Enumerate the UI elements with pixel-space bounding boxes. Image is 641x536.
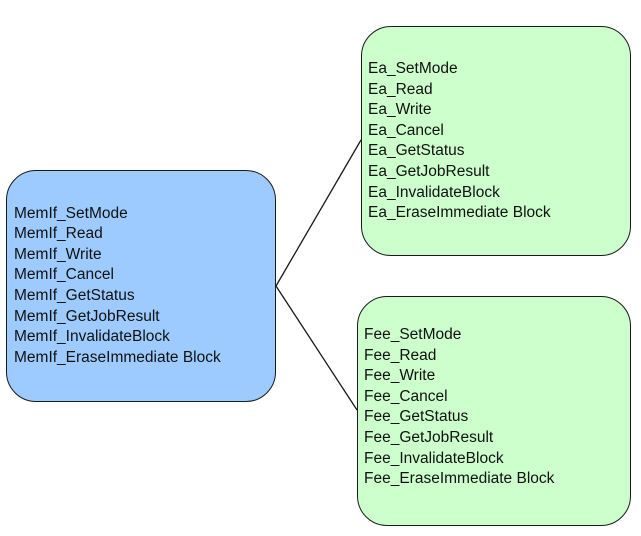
ea-api-list: Ea_SetMode Ea_Read Ea_Write Ea_Cancel Ea… bbox=[368, 59, 630, 224]
ea-api-box: Ea_SetMode Ea_Read Ea_Write Ea_Cancel Ea… bbox=[361, 26, 631, 256]
ea-api-item-getstatus: Ea_GetStatus bbox=[368, 142, 465, 160]
memif-api-item-getjobresult: MemIf_GetJobResult bbox=[14, 307, 160, 325]
memif-api-item-invalidateblock: MemIf_InvalidateBlock bbox=[14, 328, 170, 346]
memif-api-box: MemIf_SetMode MemIf_Read MemIf_Write Mem… bbox=[6, 170, 276, 402]
ea-api-item-invalidateblock: Ea_InvalidateBlock bbox=[368, 183, 500, 201]
memif-api-item-eraseimmediateblock: MemIf_EraseImmediate Block bbox=[14, 348, 221, 366]
fee-api-item-eraseimmediateblock: Fee_EraseImmediate Block bbox=[364, 470, 555, 488]
fee-api-list: Fee_SetMode Fee_Read Fee_Write Fee_Cance… bbox=[364, 325, 630, 490]
fee-api-item-getjobresult: Fee_GetJobResult bbox=[364, 428, 494, 446]
ea-api-item-setmode: Ea_SetMode bbox=[368, 60, 458, 77]
fee-api-item-getstatus: Fee_GetStatus bbox=[364, 408, 469, 426]
memif-api-item-setmode: MemIf_SetMode bbox=[14, 204, 128, 222]
fee-api-item-invalidateblock: Fee_InvalidateBlock bbox=[364, 449, 504, 467]
memif-api-list: MemIf_SetMode MemIf_Read MemIf_Write Mem… bbox=[14, 204, 275, 369]
ea-api-item-read: Ea_Read bbox=[368, 80, 433, 98]
fee-api-item-setmode: Fee_SetMode bbox=[364, 326, 462, 343]
fee-api-item-read: Fee_Read bbox=[364, 346, 437, 364]
fee-api-box: Fee_SetMode Fee_Read Fee_Write Fee_Cance… bbox=[357, 296, 631, 526]
ea-api-item-eraseimmediateblock: Ea_EraseImmediate Block bbox=[368, 204, 551, 222]
memif-api-item-write: MemIf_Write bbox=[14, 245, 102, 263]
connector-memif-to-ea bbox=[275, 139, 362, 287]
fee-api-item-write: Fee_Write bbox=[364, 367, 436, 385]
memif-api-item-getstatus: MemIf_GetStatus bbox=[14, 287, 135, 304]
fee-api-item-cancel: Fee_Cancel bbox=[364, 387, 448, 405]
ea-api-item-cancel: Ea_Cancel bbox=[368, 121, 444, 139]
ea-api-item-write: Ea_Write bbox=[368, 101, 432, 119]
memif-api-item-read: MemIf_Read bbox=[14, 225, 103, 243]
ea-api-item-getjobresult: Ea_GetJobResult bbox=[368, 162, 490, 180]
memif-api-item-cancel: MemIf_Cancel bbox=[14, 266, 114, 284]
connector-memif-to-fee bbox=[275, 285, 358, 411]
